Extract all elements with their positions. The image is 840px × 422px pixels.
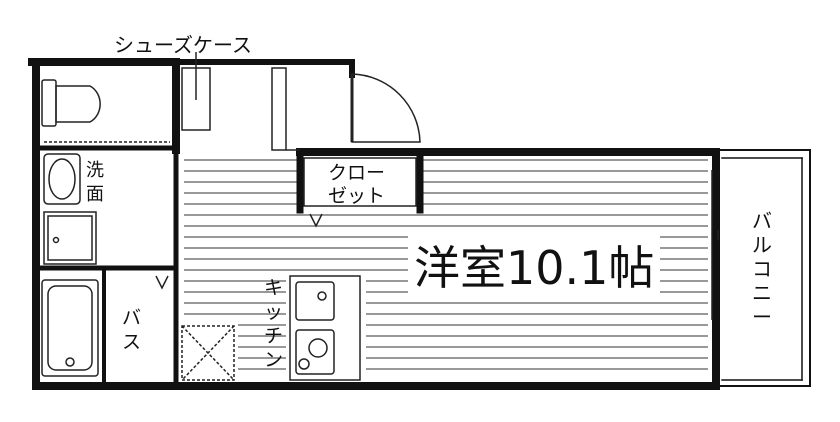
fridge-space	[181, 325, 235, 381]
closet-label-line2: ゼット	[328, 185, 385, 207]
toilet	[41, 79, 170, 143]
balcony-label-char: コ	[752, 257, 772, 281]
windows	[711, 170, 719, 320]
main-room-label: 洋室10.1帖	[414, 241, 654, 295]
balcony-label-char: ー	[752, 305, 772, 329]
bathtub	[41, 275, 169, 377]
balcony-label-char: ル	[752, 233, 772, 257]
entrance-door-swing	[351, 73, 421, 143]
kitchen-label-char: ッ	[264, 301, 283, 323]
kitchen	[181, 275, 361, 381]
bath-label-char: バ	[122, 307, 141, 329]
washroom-label-line2: 面	[86, 184, 104, 205]
balcony-label-char: ニ	[752, 281, 772, 305]
stove	[295, 329, 335, 375]
bath-label: バス	[122, 307, 141, 353]
balcony-label-char: バ	[752, 209, 772, 233]
kitchen-label-char: チ	[264, 325, 283, 347]
washroom	[43, 153, 97, 265]
closet-label-line1: クロー	[328, 162, 385, 184]
bath-label-char: ス	[122, 331, 141, 353]
entrance	[181, 52, 421, 151]
floor-mask	[286, 272, 366, 382]
kitchen-sink	[295, 281, 335, 321]
closet-door	[303, 157, 417, 228]
floor-mask	[300, 150, 422, 212]
kitchen-label-char: ン	[264, 349, 283, 371]
kitchen-label-char: キ	[264, 277, 283, 299]
walls	[28, 58, 811, 390]
washroom-label-line1: 洗	[86, 160, 104, 181]
shoe-case-label: シューズケース	[114, 33, 252, 57]
